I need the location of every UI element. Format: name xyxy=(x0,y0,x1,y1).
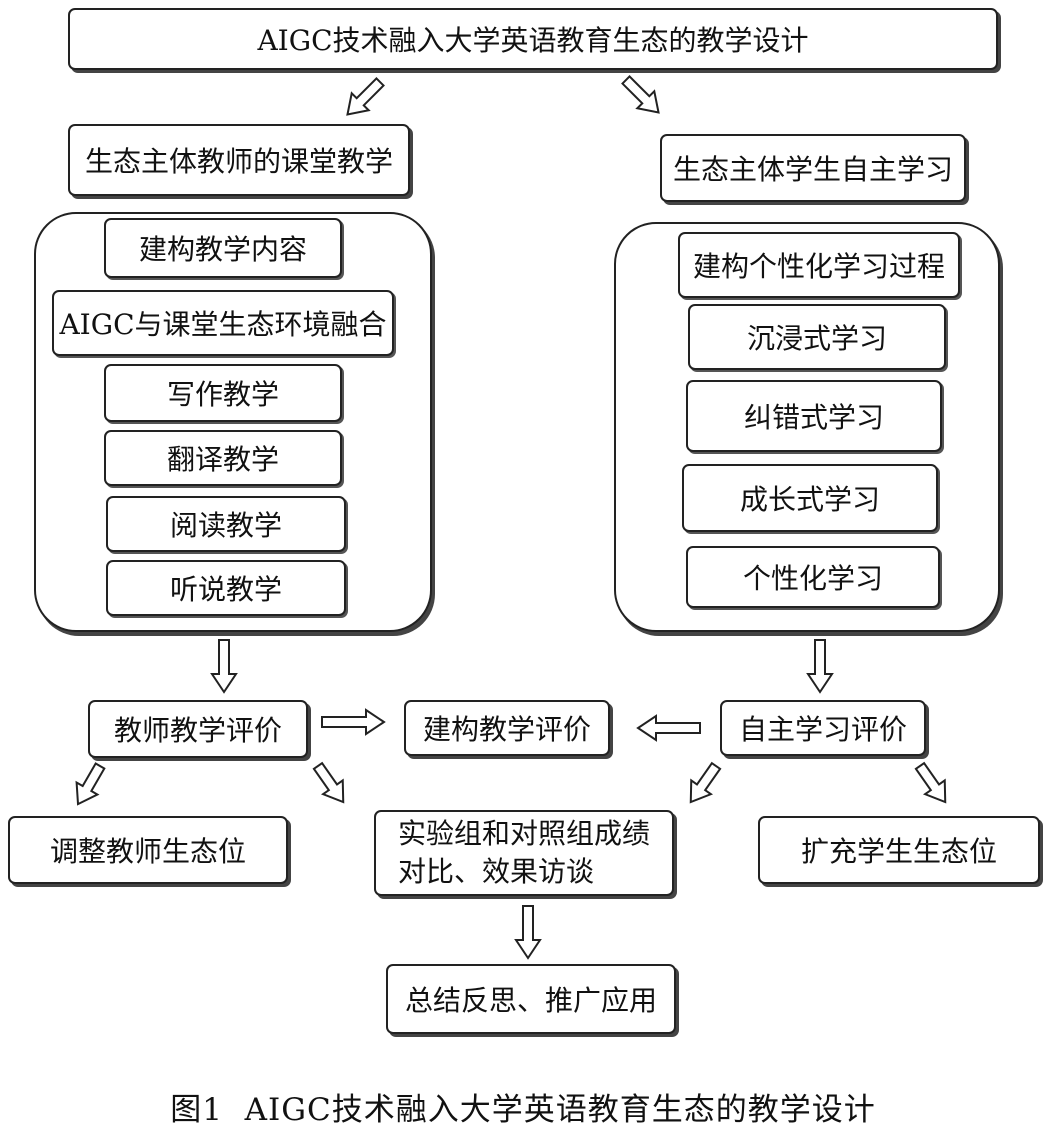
summary-text: 总结反思、推广应用 xyxy=(404,984,657,1017)
student-item-personalized-process: 建构个性化学习过程 xyxy=(678,232,960,298)
arrow-title-to-student xyxy=(621,75,660,114)
student-item-label: 沉浸式学习 xyxy=(746,322,887,355)
student-item-label: 成长式学习 xyxy=(739,483,880,516)
title-text: AIGC技术融入大学英语教育生态的教学设计 xyxy=(257,24,809,57)
teacher-item-listening-speaking: 听说教学 xyxy=(106,560,346,616)
arrow-student-eval-to-experiment xyxy=(689,761,722,804)
teacher-item-label: 建构教学内容 xyxy=(138,233,307,266)
arrow-experiment-to-summary xyxy=(514,905,542,960)
teacher-item-reading: 阅读教学 xyxy=(106,496,346,552)
teacher-item-writing: 写作教学 xyxy=(104,364,342,422)
student-header-text: 生态主体学生自主学习 xyxy=(672,153,953,186)
title-box: AIGC技术融入大学英语教育生态的教学设计 xyxy=(68,8,998,70)
arrow-teacher-eval-to-construct xyxy=(321,708,386,736)
student-item-personalized: 个性化学习 xyxy=(686,546,940,608)
expand-student-niche-box: 扩充学生生态位 xyxy=(758,816,1040,884)
construct-evaluation-text: 建构教学评价 xyxy=(422,713,591,746)
student-item-error-correction: 纠错式学习 xyxy=(686,380,942,452)
teacher-header-text: 生态主体教师的课堂教学 xyxy=(84,145,393,178)
arrow-student-eval-to-construct xyxy=(636,714,701,742)
teacher-item-label: 听说教学 xyxy=(169,573,282,606)
arrow-teacher-group-to-evaluation xyxy=(210,639,238,694)
student-item-label: 建构个性化学习过程 xyxy=(692,250,945,283)
teacher-item-label: AIGC与课堂生态环境融合 xyxy=(59,308,387,341)
student-header-box: 生态主体学生自主学习 xyxy=(660,134,966,202)
experiment-line-2: 对比、效果访谈 xyxy=(398,855,595,888)
teacher-item-translation: 翻译教学 xyxy=(104,430,342,486)
arrow-teacher-eval-to-adjust xyxy=(75,762,106,806)
student-evaluation-box: 自主学习评价 xyxy=(720,700,926,756)
arrow-student-group-to-evaluation xyxy=(806,639,834,694)
teacher-item-label: 翻译教学 xyxy=(166,443,279,476)
student-item-growth: 成长式学习 xyxy=(682,464,938,532)
student-item-immersive: 沉浸式学习 xyxy=(688,304,946,370)
student-item-label: 纠错式学习 xyxy=(743,401,884,434)
teacher-item-label: 阅读教学 xyxy=(169,509,282,542)
arrow-student-eval-to-expand xyxy=(914,761,947,804)
experiment-comparison-box: 实验组和对照组成绩 对比、效果访谈 xyxy=(374,810,674,896)
adjust-teacher-niche-text: 调整教师生态位 xyxy=(49,835,246,868)
figure-caption: 图1 AIGC技术融入大学英语教育生态的教学设计 xyxy=(170,1092,876,1128)
teacher-evaluation-box: 教师教学评价 xyxy=(88,700,308,758)
teacher-evaluation-text: 教师教学评价 xyxy=(113,714,282,747)
summary-box: 总结反思、推广应用 xyxy=(386,964,676,1034)
student-item-label: 个性化学习 xyxy=(742,562,883,595)
teacher-item-aigc-integration: AIGC与课堂生态环境融合 xyxy=(52,290,394,356)
experiment-line-1: 实验组和对照组成绩 xyxy=(398,817,651,850)
construct-evaluation-box: 建构教学评价 xyxy=(404,700,610,756)
adjust-teacher-niche-box: 调整教师生态位 xyxy=(8,816,288,884)
teacher-header-box: 生态主体教师的课堂教学 xyxy=(68,124,410,196)
student-evaluation-text: 自主学习评价 xyxy=(738,713,907,746)
expand-student-niche-text: 扩充学生生态位 xyxy=(800,835,997,868)
teacher-item-construct-content: 建构教学内容 xyxy=(104,218,342,278)
arrow-title-to-teacher xyxy=(346,77,385,116)
teacher-item-label: 写作教学 xyxy=(166,378,279,411)
arrow-teacher-eval-to-experiment xyxy=(312,761,345,804)
